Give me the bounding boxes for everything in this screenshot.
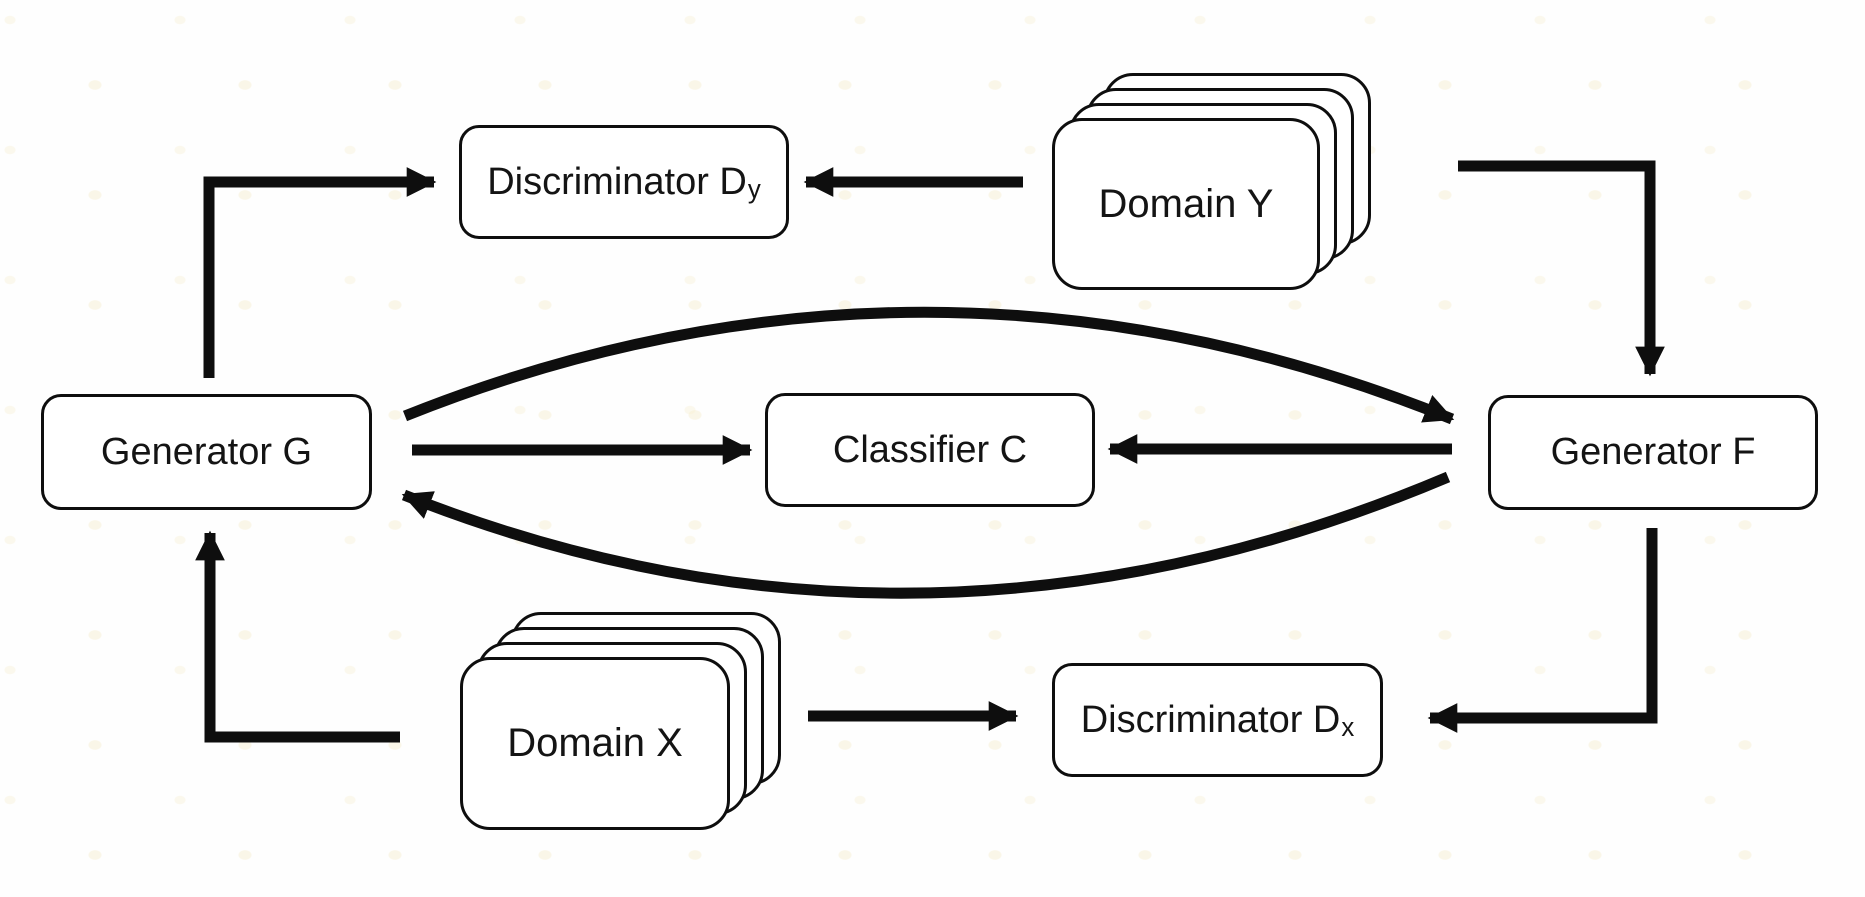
domain-y-card-front: Domain Y	[1052, 118, 1320, 290]
node-classifier-c: Classifier C	[765, 393, 1095, 507]
node-generator-g: Generator G	[41, 394, 372, 510]
edge-generator-f-to-generator-g-arc	[401, 471, 1451, 599]
node-classifier-c-label: Classifier C	[832, 428, 1028, 471]
node-discriminator-dy-label: Discriminator D	[487, 160, 747, 203]
domain-x-label: Domain X	[507, 721, 683, 765]
node-generator-f-label: Generator F	[1550, 431, 1756, 473]
edge-generator-f-to-discriminator-dx	[1427, 528, 1658, 733]
edge-generator-g-to-generator-f-arc	[402, 306, 1455, 425]
node-generator-f: Generator F	[1488, 395, 1818, 510]
node-discriminator-dx-subscript: x	[1341, 714, 1355, 743]
domain-y-label: Domain Y	[1098, 181, 1274, 226]
edge-domain-x-to-generator-g	[195, 530, 400, 743]
node-discriminator-dx-label: Discriminator D	[1080, 698, 1341, 741]
edge-domain-y-to-generator-f	[1458, 160, 1665, 377]
edge-generator-g-to-discriminator-dy	[203, 167, 437, 378]
node-discriminator-dy-subscript: y	[747, 176, 761, 205]
node-generator-g-label: Generator G	[100, 430, 313, 473]
domain-x-card-front: Domain X	[460, 657, 730, 830]
